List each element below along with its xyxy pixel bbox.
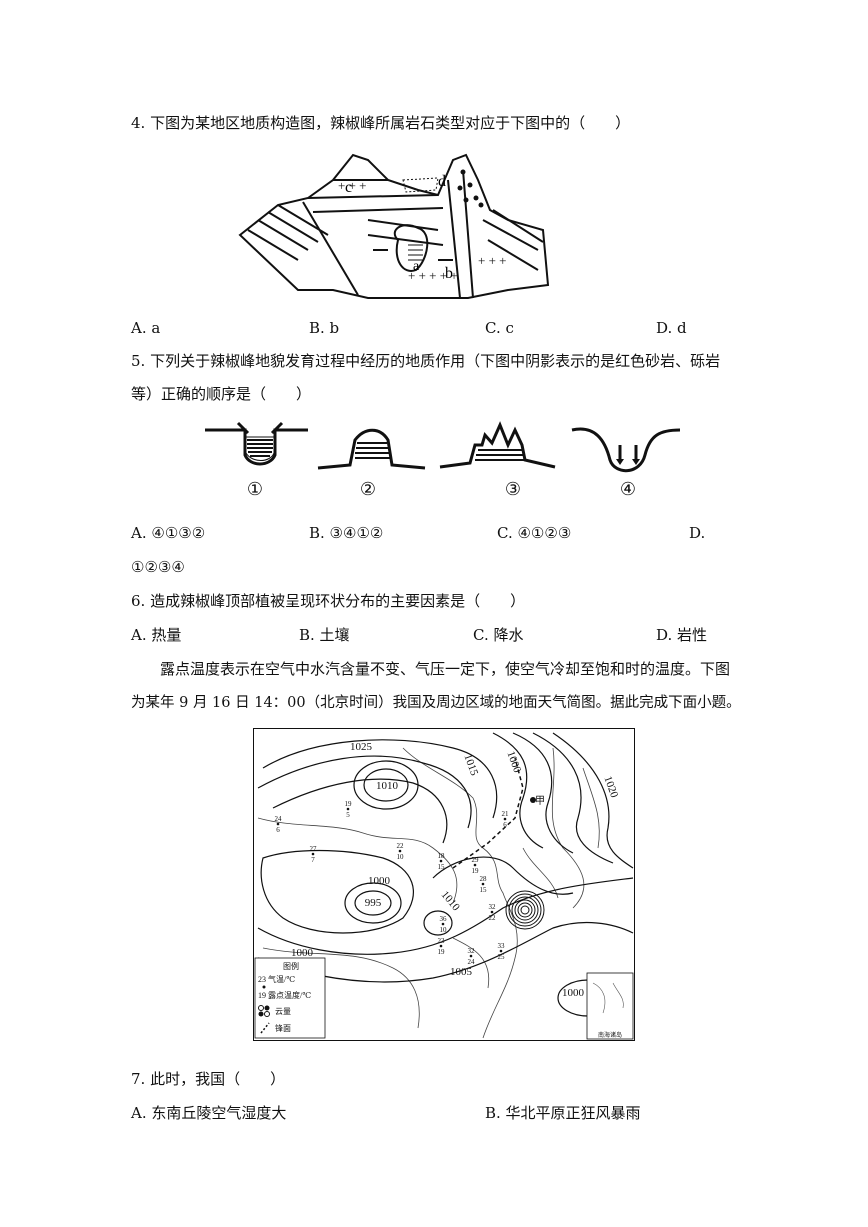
- passage-line2: 为某年 9 月 16 日 14：00（北京时间）我国及周边区域的地面天气简图。据…: [131, 695, 741, 711]
- q6-stem: 6. 造成辣椒峰顶部植被呈现环状分布的主要因素是（ ）: [131, 592, 526, 610]
- fig-label-a: a: [413, 259, 420, 274]
- q5-stem-line1: 5. 下列关于辣椒峰地貌发育过程中经历的地质作用（下图中阴影表示的是红色砂岩、砾…: [131, 352, 721, 370]
- legend-title: 图例: [283, 961, 299, 971]
- q4-option-c[interactable]: C. c: [485, 319, 514, 337]
- svg-text:36: 36: [440, 915, 448, 923]
- svg-text:32: 32: [468, 947, 476, 955]
- legend-dew: 19 露点温度/℃: [258, 990, 311, 1000]
- inset-label: 南海诸岛: [598, 1031, 622, 1039]
- fig-label-d: d: [438, 173, 446, 190]
- svg-text:7: 7: [311, 856, 315, 864]
- svg-text:18: 18: [438, 852, 446, 860]
- q7-option-b[interactable]: B. 华北平原正狂风暴雨: [485, 1104, 641, 1122]
- landform-process-figure: ① ② ③ ④: [205, 421, 681, 499]
- q5-stem-line2: 等）正确的顺序是（ ）: [131, 385, 312, 403]
- legend-temp: 23 气温/℃: [258, 974, 295, 984]
- point-jia-label: 甲: [535, 796, 545, 807]
- svg-text:27: 27: [310, 845, 318, 853]
- isobar-label: 1010: [376, 780, 399, 792]
- svg-text:33: 33: [498, 942, 506, 950]
- q5-option-d[interactable]: D.: [689, 524, 706, 542]
- svg-text:29: 29: [472, 856, 480, 864]
- q6-option-c[interactable]: C. 降水: [473, 626, 524, 644]
- stage-3-label: ③: [505, 479, 521, 499]
- geologic-structure-figure: + + + + + + + + + + + c d a b: [238, 153, 550, 299]
- isobar-label: 1005: [450, 966, 473, 978]
- station-13: 216: [502, 810, 510, 829]
- svg-text:19: 19: [438, 948, 446, 956]
- svg-text:32: 32: [489, 903, 497, 911]
- svg-text:15: 15: [480, 886, 488, 894]
- svg-text:22: 22: [489, 914, 497, 922]
- svg-text:+ + +: + + +: [478, 253, 507, 268]
- isobar-label: 1000: [368, 875, 391, 887]
- q5-option-b[interactable]: B. ③④①②: [309, 524, 384, 542]
- station-2: 246: [275, 815, 283, 834]
- isobar-label: 1000: [562, 987, 585, 999]
- isobar-label: 1000: [291, 947, 314, 959]
- stage-1-label: ①: [247, 479, 263, 499]
- svg-text:21: 21: [502, 810, 510, 818]
- q7-option-a[interactable]: A. 东南丘陵空气湿度大: [131, 1104, 287, 1122]
- q6-option-d[interactable]: D. 岩性: [656, 626, 708, 644]
- svg-text:24: 24: [468, 958, 476, 966]
- svg-text:10: 10: [397, 853, 405, 861]
- fig-label-c: c: [345, 179, 352, 196]
- q4-option-a[interactable]: A. a: [131, 319, 161, 337]
- svg-text:22: 22: [397, 842, 405, 850]
- svg-text:+ + +: + + +: [338, 178, 367, 193]
- q4-option-b[interactable]: B. b: [309, 319, 340, 337]
- isobar-label: 995: [365, 897, 382, 909]
- legend-front: 锋面: [275, 1023, 291, 1033]
- station-1: 195: [345, 800, 353, 819]
- svg-text:15: 15: [438, 863, 446, 871]
- q4-stem: 4. 下图为某地区地质构造图，辣椒峰所属岩石类型对应于下图中的（ ）: [131, 114, 631, 132]
- cloud-icon: [258, 1005, 270, 1017]
- svg-text:+ + + + +: + + + + +: [408, 268, 458, 283]
- svg-text:6: 6: [503, 821, 507, 829]
- svg-text:19: 19: [472, 867, 480, 875]
- q6-option-a[interactable]: A. 热量: [131, 626, 182, 644]
- q6-option-b[interactable]: B. 土壤: [299, 626, 350, 644]
- svg-text:5: 5: [346, 811, 350, 819]
- legend-cloud: 云量: [275, 1007, 291, 1016]
- q5-option-d-content[interactable]: ①②③④: [131, 558, 185, 576]
- stage-2-label: ②: [360, 479, 376, 499]
- svg-text:19: 19: [345, 800, 353, 808]
- station-3: 277: [310, 845, 318, 864]
- svg-text:25: 25: [498, 953, 506, 961]
- passage-line1: 露点温度表示在空气中水汽含量不变、气压一定下，使空气冷却至饱和时的温度。下图: [160, 660, 731, 678]
- q7-stem: 7. 此时，我国（ ）: [131, 1070, 286, 1088]
- svg-text:10: 10: [440, 926, 448, 934]
- svg-text:28: 28: [480, 875, 488, 883]
- south-china-sea-inset: 南海诸岛: [586, 972, 634, 1040]
- stage-4-label: ④: [620, 479, 636, 499]
- svg-text:6: 6: [276, 826, 280, 834]
- q4-option-d[interactable]: D. d: [656, 319, 687, 337]
- q5-option-c[interactable]: C. ④①②③: [497, 524, 572, 542]
- map-legend: 图例 23 气温/℃ 19 露点温度/℃ 云量 锋面: [254, 957, 326, 1039]
- isobar-label: 1025: [350, 741, 373, 753]
- q5-option-a[interactable]: A. ④①③②: [131, 524, 206, 542]
- surface-weather-map: 1025 1010 1015 1000 1020 1000 995 1010 1…: [253, 728, 635, 1041]
- fig-label-b: b: [445, 265, 453, 282]
- svg-text:24: 24: [275, 815, 283, 823]
- svg-text:23: 23: [438, 937, 446, 945]
